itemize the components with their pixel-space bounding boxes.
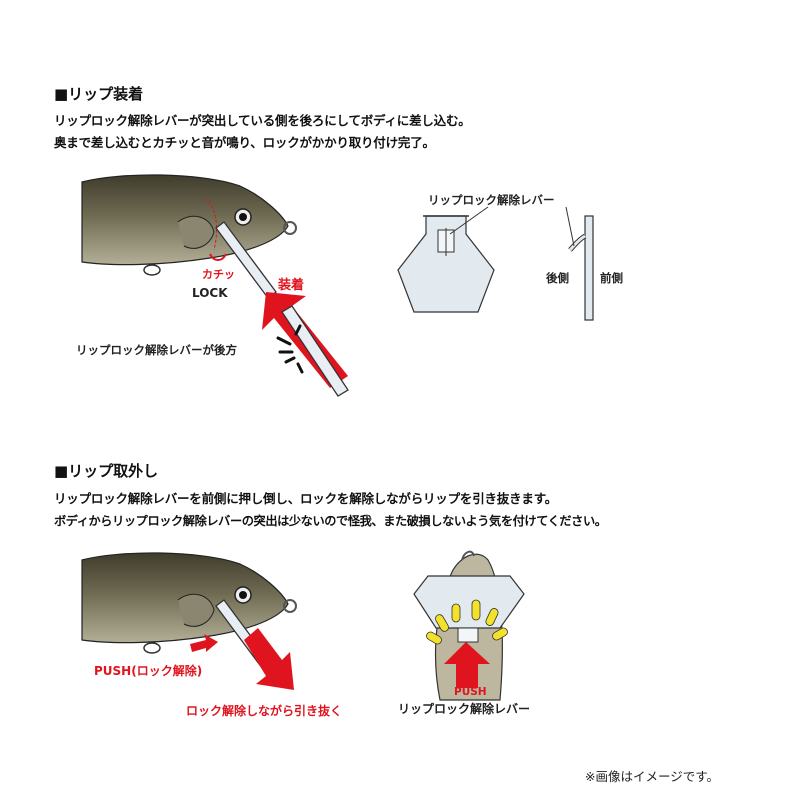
label-lock: LOCK [192,286,228,300]
label-install: 装着 [278,278,305,293]
label-lever-front: リップロック解除レバー [428,193,555,207]
label-lever-back: リップロック解除レバーが後方 [76,343,237,357]
leader-line-side [565,206,575,247]
label-kachi: カチッ [202,268,235,281]
lure-body-install [81,174,297,276]
footnote: ※画像はイメージです。 [585,769,719,784]
label-back: 後側 [546,271,569,285]
push-highlights [426,599,508,645]
lip-side-diagram [568,215,594,321]
section-install-line1: リップロック解除レバーが突出している側を後ろにしてボディに差し込む。 [54,113,471,128]
section-remove-title: ■リップ取外し [54,462,159,480]
pull-arrow [244,628,294,690]
section-install-line2: 奥まで差し込むとカチッと音が鳴り、ロックがかかり取り付け完了。 [54,135,435,150]
lip-install [215,221,277,299]
push-arrow-small [190,634,218,652]
label-pull: ロック解除しながら引き抜く [186,704,343,718]
section-remove-line2: ボディからリップロック解除レバーの突出は少ないので怪我、また破損しないよう気を付… [54,514,607,528]
section-remove-line1: リップロック解除レバーを前側に押し倒し、ロックを解除しながらリップを引き抜きます… [54,491,558,506]
leader-line [449,206,489,235]
click-indicator [209,253,227,261]
lip-front-diagram [397,215,495,313]
label-lever-remove: リップロック解除レバー [398,702,531,716]
label-front: 前側 [600,271,623,285]
click-burst [276,324,304,374]
push-arrow-up [444,642,490,688]
label-push-unlock: PUSH(ロック解除) [94,664,203,678]
section-install-title: ■リップ装着 [54,85,144,103]
label-push: PUSH [454,686,487,698]
